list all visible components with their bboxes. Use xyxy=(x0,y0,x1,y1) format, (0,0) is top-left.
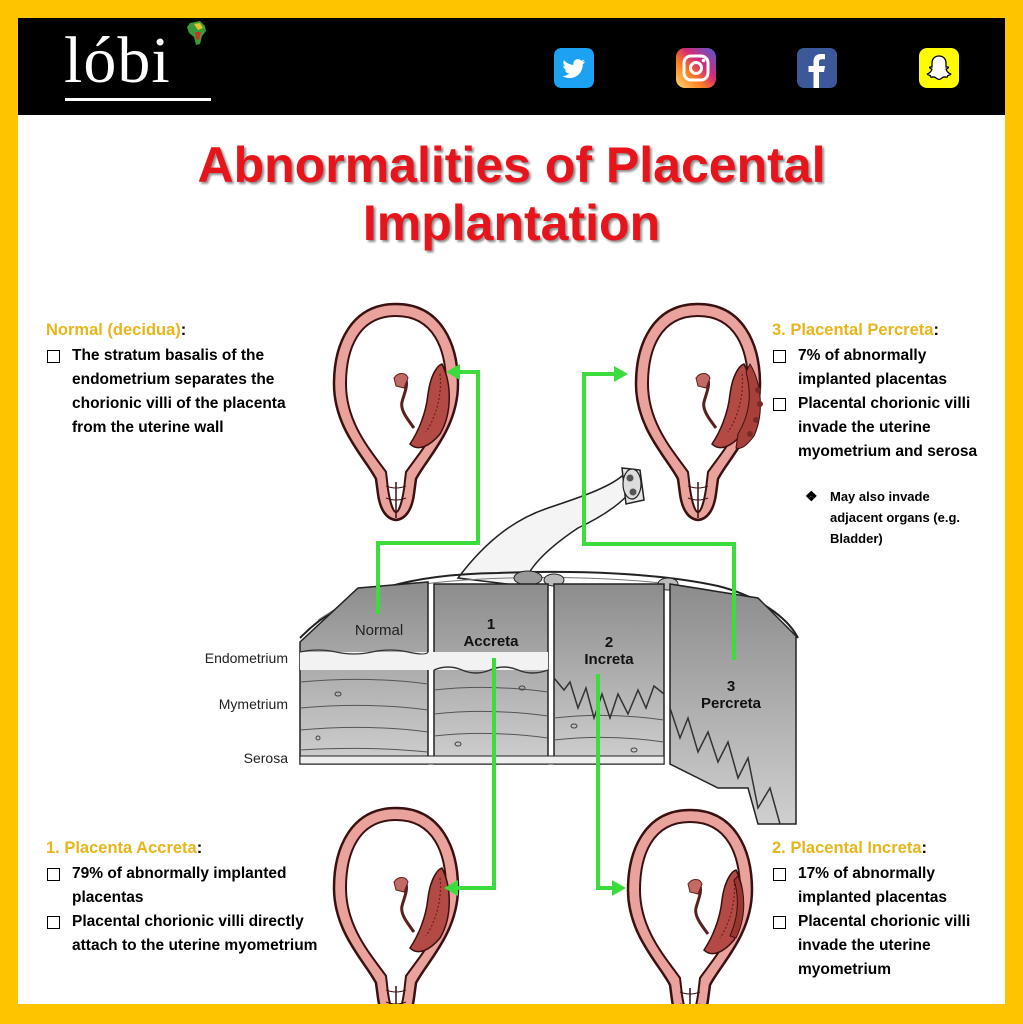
layer-label-endometrium: Endometrium xyxy=(204,650,288,666)
checkbox-icon xyxy=(47,916,60,929)
section-label-normal: Normal xyxy=(354,622,404,639)
list-item: Placental chorionic villi invade the ute… xyxy=(772,392,987,464)
twitter-icon[interactable] xyxy=(554,48,594,88)
percreta-sub-bullet-list: ❖May also invade adjacent organs (e.g. B… xyxy=(805,486,970,549)
list-item: Placental chorionic villi directly attac… xyxy=(46,910,331,958)
infographic-card: lóbi xyxy=(18,18,1005,1004)
page-title: Abnormalities of Placental Implantation xyxy=(18,136,1005,252)
uterus-normal-illustration xyxy=(332,302,460,522)
list-item: 7% of abnormally implanted placentas xyxy=(772,344,987,392)
section-label-percreta: 3 Percreta xyxy=(700,678,762,712)
checkbox-icon xyxy=(773,398,786,411)
checkbox-icon xyxy=(773,868,786,881)
uterus-accreta-illustration xyxy=(332,806,460,1004)
connector-arrows xyxy=(376,370,736,890)
uterus-percreta-illustration xyxy=(634,302,763,522)
increta-bullet-list: 17% of abnormally implanted placentas Pl… xyxy=(772,862,987,982)
title-line-2: Implantation xyxy=(362,195,661,251)
uterus-increta-illustration xyxy=(626,808,754,1004)
checkbox-icon xyxy=(47,350,60,363)
list-item: 79% of abnormally implanted placentas xyxy=(46,862,331,910)
logo: lóbi xyxy=(64,24,171,97)
percreta-bullet-list: 7% of abnormally implanted placentas Pla… xyxy=(772,344,987,464)
percreta-panel-title: 3. Placental Percreta: xyxy=(772,321,939,339)
section-label-increta: 2 Increta xyxy=(584,634,634,668)
placental-implantation-diagram xyxy=(299,302,799,1004)
checkbox-icon xyxy=(773,916,786,929)
list-item: The stratum basalis of the endometrium s… xyxy=(46,344,296,440)
normal-panel-title: Normal (decidua): xyxy=(46,321,187,339)
list-item: Placental chorionic villi invade the ute… xyxy=(772,910,987,982)
title-line-1: Abnormalities of Placental xyxy=(197,137,826,193)
checkbox-icon xyxy=(47,868,60,881)
accreta-panel-title: 1. Placenta Accreta: xyxy=(46,839,203,857)
diamond-bullet-icon: ❖ xyxy=(805,488,818,504)
normal-bullet-list: The stratum basalis of the endometrium s… xyxy=(46,344,296,440)
list-item: ❖May also invade adjacent organs (e.g. B… xyxy=(805,488,961,546)
facebook-icon[interactable] xyxy=(797,48,837,88)
africa-map-icon xyxy=(187,21,206,45)
header-bar: lóbi xyxy=(18,18,1005,115)
layer-label-serosa: Serosa xyxy=(243,750,288,766)
logo-underline xyxy=(65,98,211,101)
instagram-icon[interactable] xyxy=(676,48,716,88)
accreta-bullet-list: 79% of abnormally implanted placentas Pl… xyxy=(46,862,331,958)
snapchat-icon[interactable] xyxy=(919,48,959,88)
increta-panel-title: 2. Placental Increta: xyxy=(772,839,927,857)
uterine-wall-cross-section xyxy=(299,467,799,825)
layer-label-myometrium: Mymetrium xyxy=(218,696,288,712)
list-item: 17% of abnormally implanted placentas xyxy=(772,862,987,910)
section-label-accreta: 1 Accreta xyxy=(463,616,519,650)
checkbox-icon xyxy=(773,350,786,363)
